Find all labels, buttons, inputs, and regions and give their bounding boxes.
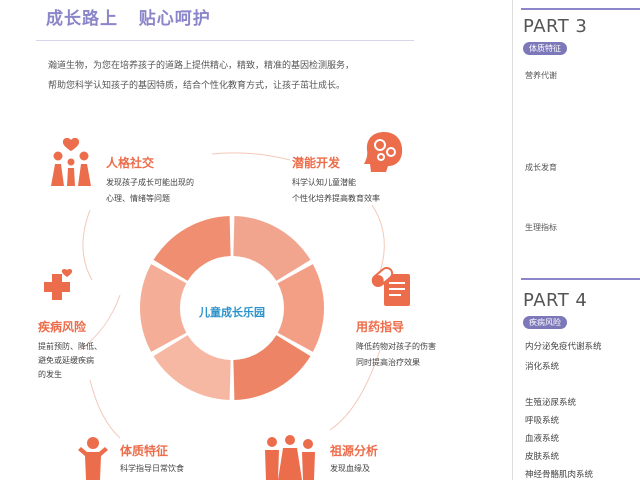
part4-item: 皮肤系统 <box>525 452 560 462</box>
part3-heading: PART 3 <box>523 16 588 37</box>
ring-segment <box>233 216 311 281</box>
ancestry-figures-icon <box>265 435 315 480</box>
outer-arc-left <box>79 294 121 351</box>
intro-line-2: 帮助您科学认知孩子的基因特质，结合个性化教育方式，让孩子茁壮成长。 <box>48 81 346 91</box>
segment-title-medication: 用药指导 <box>356 320 405 334</box>
outer-arc-right-lower <box>329 349 381 431</box>
ring-segment <box>233 335 311 400</box>
part4-item: 消化系统 <box>525 362 560 372</box>
outer-arc-upper-left <box>82 209 93 281</box>
center-label: 儿童成长乐园 <box>199 306 265 319</box>
segment-desc-disease-2: 避免或延缓疾病 <box>38 356 94 365</box>
growth-diagram <box>79 152 385 439</box>
outer-arc-top <box>211 152 291 161</box>
ring-center <box>182 258 282 358</box>
part4-item: 内分泌免疫代谢系统 <box>525 342 602 352</box>
segment-desc-constitution-1: 科学指导日常饮食 <box>120 464 184 473</box>
child-figure-icon <box>78 437 108 480</box>
segment-desc-disease-3: 的发生 <box>38 370 62 379</box>
segment-desc-medication-2: 同时提高治疗效果 <box>356 358 420 367</box>
part3-badge: 体质特征 <box>523 42 567 55</box>
part4-item: 血液系统 <box>525 434 560 444</box>
pill-document-icon <box>371 266 410 306</box>
brain-gears-icon <box>364 132 403 172</box>
segment-title-potential: 潜能开发 <box>292 156 341 170</box>
part4-top-rule <box>521 278 640 280</box>
title-divider <box>36 40 414 41</box>
segment-desc-potential-1: 科学认知儿童潜能 <box>292 178 356 187</box>
part3-item: 成长发育 <box>525 163 557 172</box>
intro-line-1: 瀚道生物，为您在培养孩子的道路上提供精心，精致，精准的基因检测服务， <box>48 61 355 71</box>
segment-title-disease: 疾病风险 <box>38 320 87 334</box>
segment-title-constitution: 体质特征 <box>120 444 169 458</box>
family-heart-icon <box>51 137 91 186</box>
outer-arc-lower-left <box>89 379 121 439</box>
medical-cross-icon <box>44 268 73 300</box>
segment-desc-personality-1: 发现孩子成长可能出现的 <box>106 178 194 187</box>
part4-item: 神经骨骼肌肉系统 <box>525 470 594 480</box>
column-divider <box>512 0 513 480</box>
part3-top-rule <box>521 8 640 10</box>
segment-title-ancestry: 祖源分析 <box>330 444 379 458</box>
segment-desc-disease-1: 提前预防、降低、 <box>38 342 102 351</box>
part4-item: 呼吸系统 <box>525 416 560 426</box>
ring-segment <box>277 264 324 352</box>
part4-badge: 疾病风险 <box>523 316 567 329</box>
part3-item: 生理指标 <box>525 223 557 232</box>
part4-heading: PART 4 <box>523 290 588 311</box>
segment-desc-medication-1: 降低药物对孩子的伤害 <box>356 342 436 351</box>
segment-desc-personality-2: 心理、情绪等问题 <box>106 194 170 203</box>
ring-segment <box>139 264 187 352</box>
segment-desc-ancestry-1: 发现血缘及 <box>330 464 370 473</box>
segment-ring <box>139 216 324 400</box>
page-title: 成长路上 贴心呵护 <box>46 9 211 29</box>
segment-title-personality: 人格社交 <box>106 156 155 170</box>
ring-segment <box>153 216 231 281</box>
ring-segment <box>153 335 231 400</box>
part3-item: 营养代谢 <box>525 71 557 80</box>
part4-item: 生殖泌尿系统 <box>525 398 577 408</box>
segment-desc-potential-2: 个性化培养提高教育效率 <box>292 194 380 203</box>
